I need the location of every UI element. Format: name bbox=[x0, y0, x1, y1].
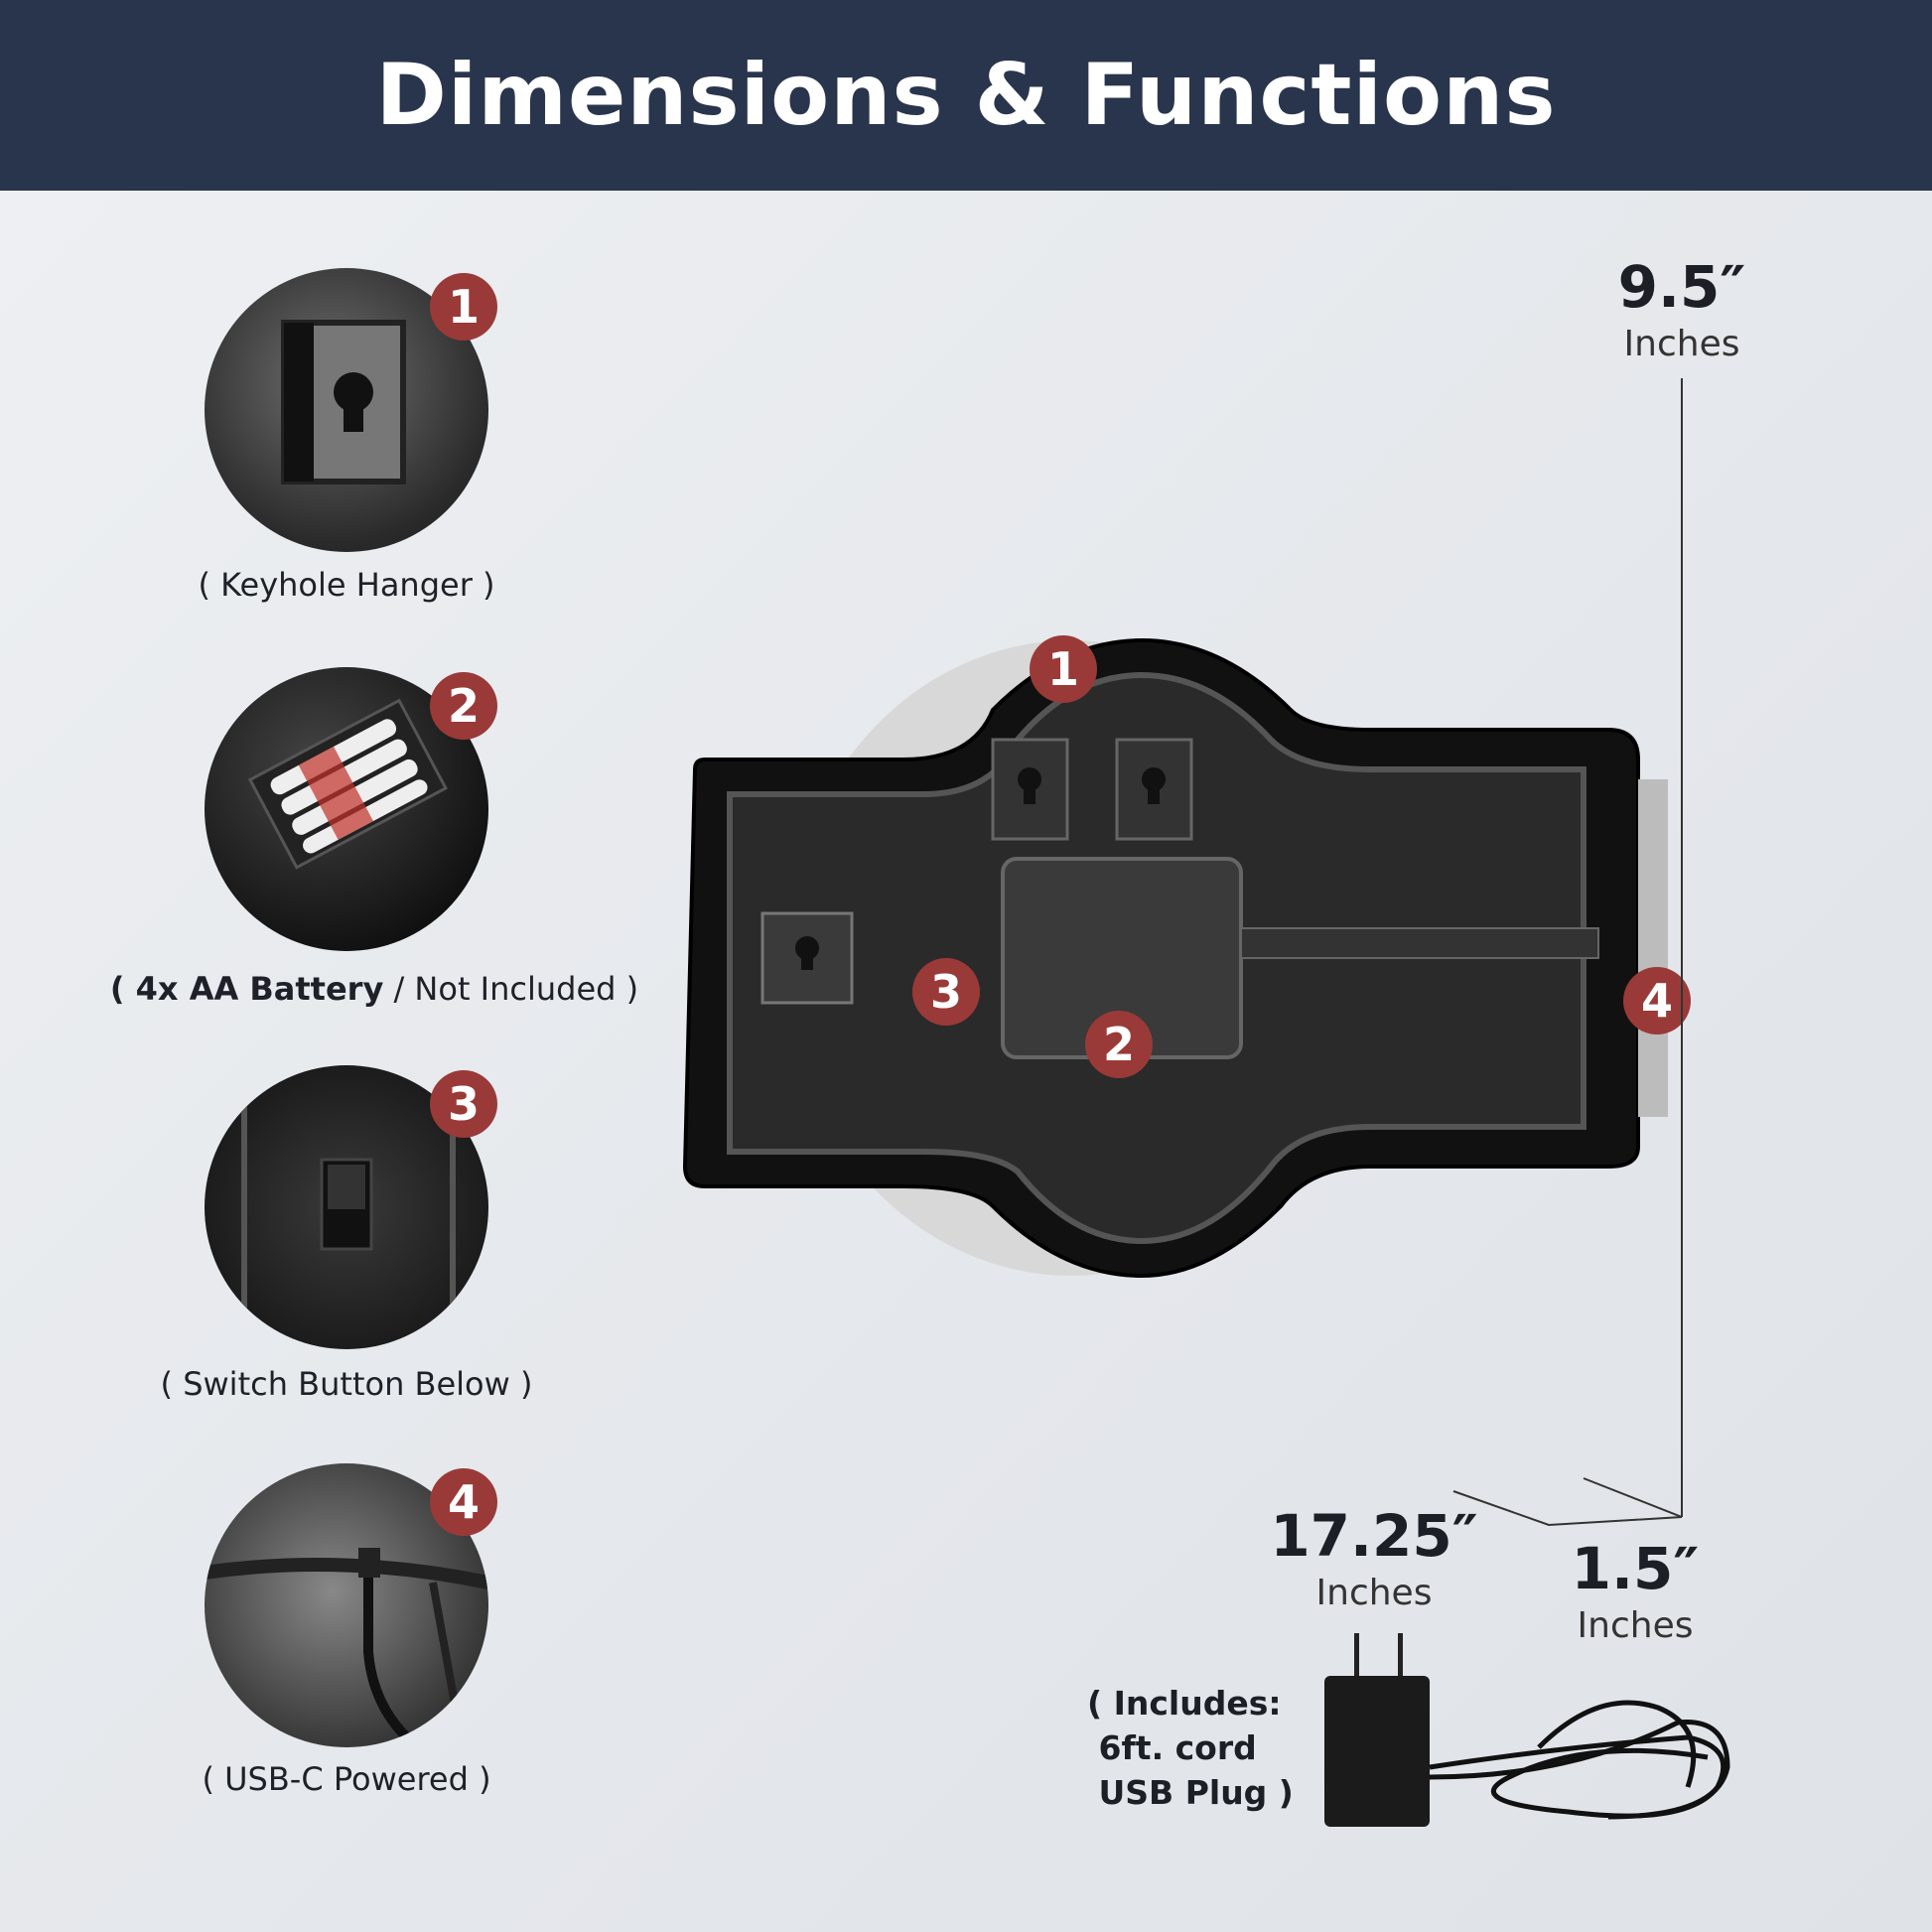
device-marker-3: 3 bbox=[912, 958, 980, 1026]
page-title: Dimensions & Functions bbox=[375, 46, 1557, 145]
keyhole-icon bbox=[281, 320, 406, 484]
caption-bold: ( 4x AA Battery bbox=[109, 970, 384, 1008]
usb-plug-and-cord bbox=[1324, 1633, 1730, 1827]
usb-cable-icon bbox=[205, 1548, 488, 1747]
includes-line-2: 6ft. cord bbox=[1087, 1728, 1257, 1767]
feature-badge-2: 2 bbox=[430, 672, 497, 740]
includes-note: ( Includes: 6ft. cord USB Plug ) bbox=[1087, 1681, 1294, 1815]
feature-caption-1: ( Keyhole Hanger ) bbox=[198, 566, 495, 604]
width-unit: Inches bbox=[1315, 1573, 1433, 1613]
width-value: 17.25″ bbox=[1270, 1502, 1478, 1570]
feature-caption-2: ( 4x AA Battery / Not Included ) bbox=[110, 970, 638, 1008]
battery-icon bbox=[247, 698, 448, 870]
caption-light: / Not Included bbox=[383, 970, 617, 1008]
caption-end: ) bbox=[616, 970, 639, 1008]
feature-caption-3: ( Switch Button Below ) bbox=[160, 1365, 533, 1403]
depth-value: 1.5″ bbox=[1571, 1535, 1700, 1602]
device-marker-4: 4 bbox=[1623, 967, 1691, 1035]
depth-unit: Inches bbox=[1577, 1605, 1694, 1646]
height-unit: Inches bbox=[1623, 324, 1740, 364]
device-marker-2: 2 bbox=[1085, 1011, 1153, 1078]
header-banner: Dimensions & Functions bbox=[0, 0, 1932, 191]
device-marker-1: 1 bbox=[1030, 635, 1097, 703]
feature-caption-4: ( USB-C Powered ) bbox=[202, 1760, 491, 1798]
keyhole-hanger-photo bbox=[205, 268, 488, 552]
height-dimension: 9.5″ Inches bbox=[1618, 258, 1746, 364]
height-value: 9.5″ bbox=[1617, 253, 1746, 321]
width-dimension: 17.25″ Inches bbox=[1270, 1507, 1477, 1613]
feature-badge-1: 1 bbox=[430, 273, 497, 341]
feature-badge-4: 4 bbox=[430, 1468, 497, 1536]
includes-line-3: USB Plug ) bbox=[1087, 1773, 1294, 1812]
depth-dimension: 1.5″ Inches bbox=[1572, 1540, 1700, 1646]
device-back-view bbox=[682, 637, 1668, 1279]
feature-badge-3: 3 bbox=[430, 1070, 497, 1138]
includes-line-1: ( Includes: bbox=[1087, 1684, 1282, 1723]
